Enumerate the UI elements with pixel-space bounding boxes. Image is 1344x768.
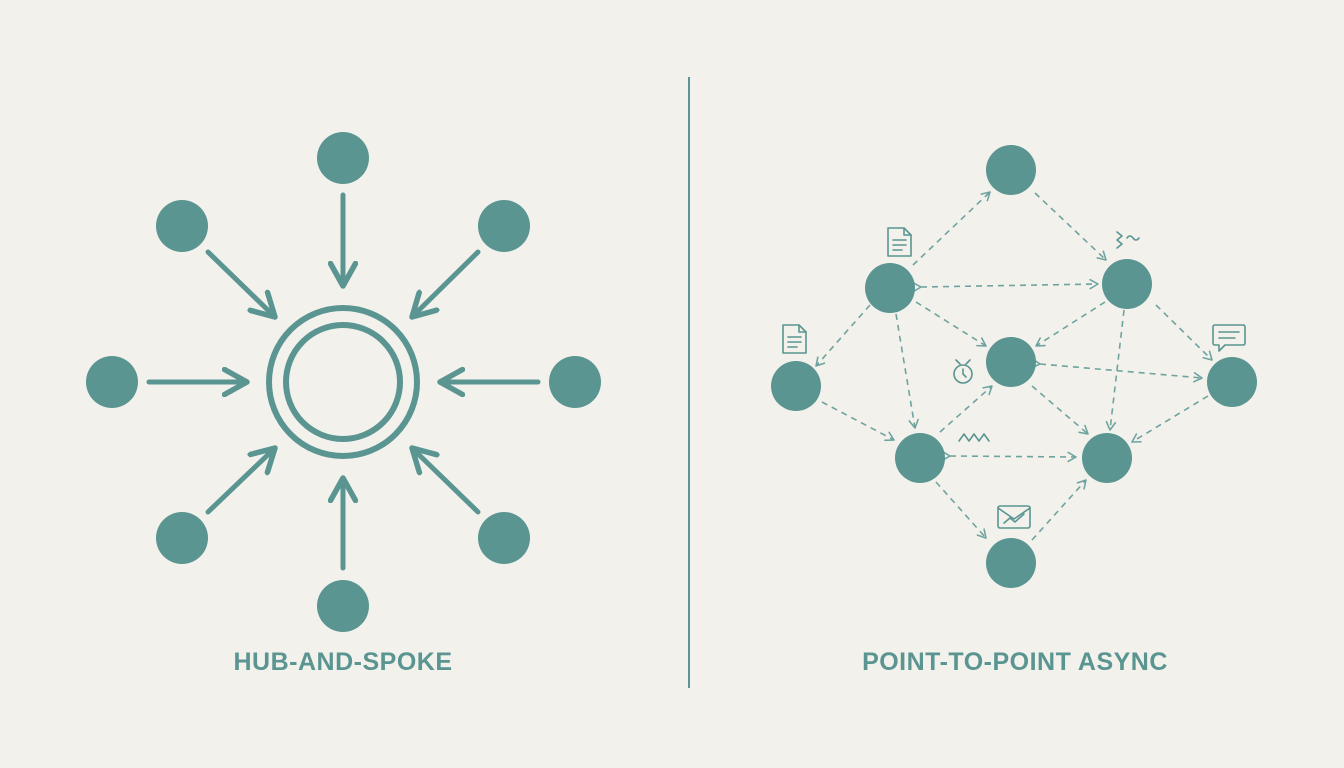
async-edge xyxy=(939,385,993,433)
spoke-node-top-left xyxy=(156,200,208,252)
wave-icon xyxy=(958,433,990,442)
network-node-far-left xyxy=(771,361,821,411)
network-node-upper-left xyxy=(865,263,915,313)
async-edge xyxy=(912,278,1099,293)
async-edge xyxy=(821,401,895,442)
spoke-arrow-bottom-left xyxy=(205,448,275,515)
network-node-lower-left xyxy=(895,433,945,483)
spoke-node-bottom-left xyxy=(156,512,208,564)
spoke-arrow-top-right xyxy=(412,249,481,317)
spoke-node-bottom xyxy=(317,580,369,632)
spoke-node-bottom-right xyxy=(478,512,530,564)
network-node-center xyxy=(986,337,1036,387)
timer-icon xyxy=(953,359,973,384)
chat-bubble-icon xyxy=(1212,324,1246,352)
async-edge xyxy=(1031,358,1203,383)
network-nodes xyxy=(771,145,1257,588)
point-to-point-diagram xyxy=(771,145,1257,588)
spoke-arrow-top-left xyxy=(205,249,275,317)
network-node-bottom xyxy=(986,538,1036,588)
spoke-node-top-right xyxy=(478,200,530,252)
async-edge xyxy=(912,191,991,266)
async-edge xyxy=(815,304,871,367)
message-icons xyxy=(782,227,1246,529)
hub-icon xyxy=(266,305,420,459)
spoke-arrow-bottom-right xyxy=(412,448,481,515)
document-icon xyxy=(782,324,807,354)
network-node-lower-right xyxy=(1082,433,1132,483)
spoke-node-top xyxy=(317,132,369,184)
async-edge xyxy=(915,301,987,347)
async-edge xyxy=(1034,192,1107,261)
network-node-top xyxy=(986,145,1036,195)
envelope-icon xyxy=(997,505,1031,529)
spoke-node-left xyxy=(86,356,138,408)
document-icon xyxy=(887,227,912,257)
spoke-node-right xyxy=(549,356,601,408)
async-edge xyxy=(1155,304,1213,361)
squiggle-icon xyxy=(1116,231,1140,249)
async-edge xyxy=(1031,385,1089,435)
async-edge xyxy=(1031,479,1087,541)
network-node-upper-right xyxy=(1102,259,1152,309)
spoke-nodes xyxy=(86,132,601,632)
async-edge xyxy=(1131,395,1209,443)
async-edge xyxy=(895,313,919,429)
hub-and-spoke-label: HUB-AND-SPOKE xyxy=(233,648,453,676)
async-edge xyxy=(941,450,1077,463)
async-edges xyxy=(815,191,1213,541)
point-to-point-async-label: POINT-TO-POINT ASYNC xyxy=(862,648,1168,676)
spoke-arrows xyxy=(146,192,541,571)
hub-and-spoke-diagram xyxy=(86,132,601,632)
async-edge xyxy=(1035,301,1106,347)
network-node-far-right xyxy=(1207,357,1257,407)
async-edge xyxy=(935,481,987,539)
